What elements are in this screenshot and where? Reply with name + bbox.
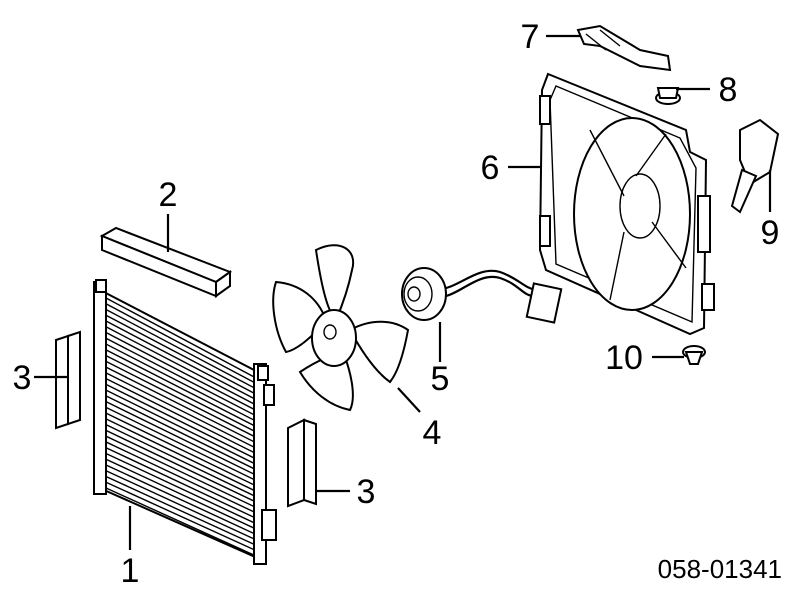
callout-9: 9 (761, 214, 780, 252)
reference-code: 058-01341 (658, 554, 782, 584)
side-seal-left-part (55, 330, 81, 430)
condenser-fin (105, 487, 257, 557)
condenser-fin (105, 429, 257, 503)
condenser-fin (105, 470, 257, 541)
fan-motor-part (401, 267, 563, 324)
condenser-fin (105, 297, 257, 379)
condenser-fin (105, 412, 257, 487)
condenser-fin (105, 406, 257, 482)
condenser-fin (105, 401, 257, 476)
callout-3-right: 3 (357, 473, 376, 511)
condenser-fin (105, 464, 257, 536)
condenser-fin (105, 326, 257, 406)
condenser-fin (105, 452, 257, 525)
condenser-fin (105, 320, 257, 401)
condenser-fin (105, 314, 257, 395)
condenser-fin (105, 343, 257, 422)
callout-4: 4 (423, 414, 442, 452)
condenser-fin (105, 377, 257, 455)
condenser-fin (105, 458, 257, 530)
condenser-fin (105, 447, 257, 519)
fan-shroud-part (538, 72, 715, 336)
condenser-fin (105, 418, 257, 492)
condenser-fin (105, 308, 257, 390)
condenser-fin (105, 360, 257, 438)
fan-part (272, 244, 410, 412)
condenser-fin (105, 372, 257, 449)
condenser-fin (105, 424, 257, 498)
callout-7: 7 (521, 18, 540, 56)
condenser-fin (105, 441, 257, 514)
callout-6: 6 (481, 149, 500, 187)
condenser-fin (105, 303, 257, 385)
upper-bracket-part (576, 24, 672, 72)
condenser-fin (105, 389, 257, 465)
condenser-fin (105, 395, 257, 471)
condenser-fin (105, 481, 257, 552)
callout-2: 2 (159, 176, 178, 214)
condenser-fin (105, 435, 257, 509)
callout-labels: 1 2 3 3 4 5 6 7 8 9 10 058-01341 (13, 18, 782, 590)
condenser-fin (105, 366, 257, 444)
condenser-fin (105, 354, 257, 433)
condenser-fin (105, 337, 257, 417)
condenser-fin (105, 349, 257, 428)
condenser-part (93, 279, 277, 565)
condenser-fin (105, 331, 257, 411)
grommet-part (655, 87, 681, 105)
leader-lines (34, 34, 772, 550)
clip-part (682, 345, 706, 365)
side-seal-right-part (287, 418, 317, 508)
condenser-fin (105, 383, 257, 460)
callout-1: 1 (121, 552, 140, 590)
connector-part (730, 118, 780, 214)
callout-5: 5 (431, 360, 450, 398)
callout-8: 8 (719, 71, 738, 109)
condenser-fin (105, 475, 257, 546)
callout-3-left: 3 (13, 359, 32, 397)
callout-10: 10 (605, 339, 643, 377)
upper-seal-part (99, 226, 233, 298)
